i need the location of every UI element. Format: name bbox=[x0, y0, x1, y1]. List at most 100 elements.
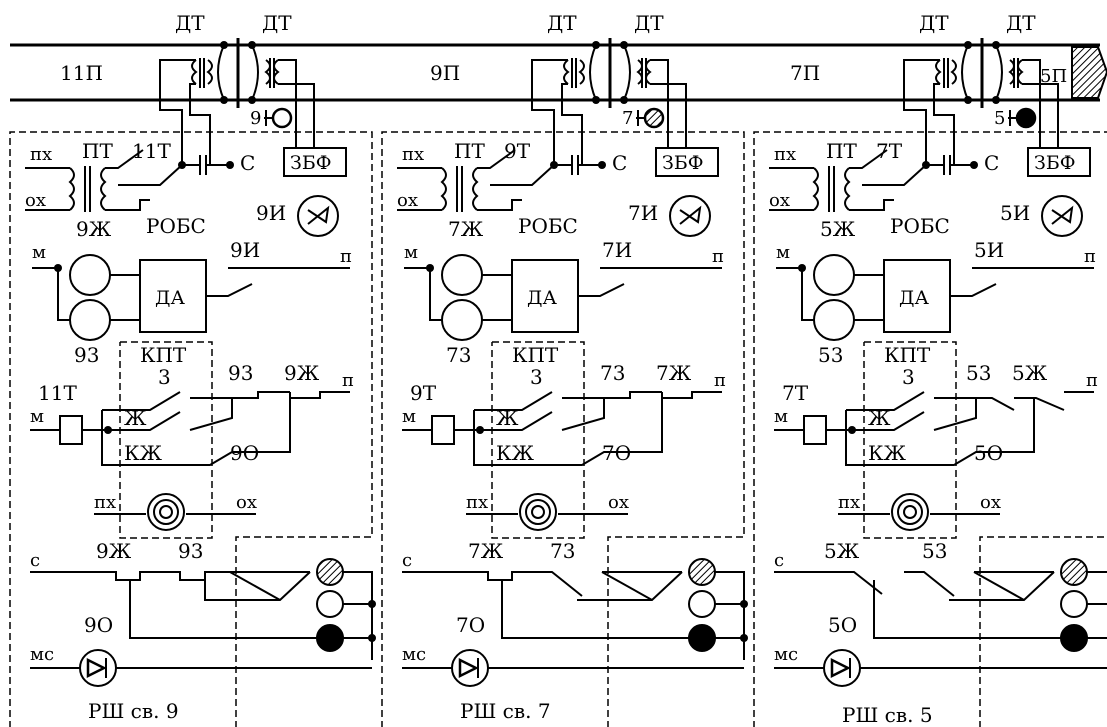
cabinet-label: РШ св. 7 bbox=[460, 699, 551, 723]
flasher-icon bbox=[519, 493, 557, 531]
pkh-label: пх bbox=[774, 144, 796, 165]
choke-label-right: ДТ bbox=[262, 11, 292, 35]
signal-number: 5 bbox=[994, 108, 1005, 129]
zbf-label: ЗБФ bbox=[290, 152, 332, 174]
relay-i-icon bbox=[669, 195, 711, 237]
zh-contact3-label: 9Ж bbox=[96, 539, 132, 563]
o-label-bottom: 7О bbox=[456, 613, 485, 637]
cabinet-label: РШ св. 9 bbox=[88, 699, 179, 723]
choke-label-left: ДТ bbox=[919, 11, 949, 35]
relay-z-label: 93 bbox=[74, 343, 99, 367]
m-label-2: м bbox=[402, 406, 416, 427]
zh-contact-label: Ж bbox=[496, 406, 519, 430]
s-label: с bbox=[30, 550, 40, 571]
choke-transformer-right bbox=[264, 58, 315, 148]
o-label-bottom: 9О bbox=[84, 613, 113, 637]
z-contact3-label: 73 bbox=[550, 539, 575, 563]
flasher-icon bbox=[147, 493, 185, 531]
pkh-label: пх bbox=[402, 144, 424, 165]
okh-label: ох bbox=[25, 190, 46, 211]
ms-label: мс bbox=[30, 644, 54, 665]
kpt-label: КПТ bbox=[512, 343, 559, 367]
relay-o-label: 9О bbox=[230, 441, 259, 465]
diode-icon bbox=[823, 649, 861, 687]
relay-z-label: 53 bbox=[818, 343, 843, 367]
cap-label: С bbox=[612, 151, 627, 175]
section-label-7: 7П bbox=[790, 61, 820, 85]
cap-label: С bbox=[240, 151, 255, 175]
zh-contact2-label: 7Ж bbox=[656, 361, 692, 385]
m-label-2: м bbox=[774, 406, 788, 427]
relay-zh-coil bbox=[441, 254, 483, 296]
da-label: ДА bbox=[527, 287, 557, 309]
signal-number: 7 bbox=[622, 108, 633, 129]
panel-signal-9: ДТ ДТ 9 bbox=[9, 11, 376, 727]
relay-t-label: 7Т bbox=[876, 139, 903, 163]
okh-label: ох bbox=[397, 190, 418, 211]
choke-transformer-left bbox=[903, 58, 957, 165]
zbf-label: ЗБФ bbox=[662, 152, 704, 174]
zh-contact2-label: 9Ж bbox=[284, 361, 320, 385]
kpt-sub-label: 3 bbox=[530, 365, 543, 389]
relay-i-contact-label: 9И bbox=[230, 238, 260, 262]
relay-o-label: 7О bbox=[602, 441, 631, 465]
pt-label: ПТ bbox=[454, 139, 485, 163]
lamp-yellow-icon bbox=[1060, 558, 1088, 586]
p-label-2: п bbox=[714, 370, 726, 391]
zh-contact-label: Ж bbox=[124, 406, 147, 430]
choke-transformer-right bbox=[1008, 58, 1059, 148]
insulated-joint bbox=[589, 38, 631, 108]
section-label-9: 9П bbox=[430, 61, 460, 85]
relay-zh-label: 9Ж bbox=[76, 217, 112, 241]
pkh-label-2: пх bbox=[94, 492, 116, 513]
flasher-icon bbox=[891, 493, 929, 531]
choke-label-left: ДТ bbox=[547, 11, 577, 35]
relay-t-coil bbox=[59, 415, 83, 445]
pkh-label-2: пх bbox=[466, 492, 488, 513]
relay-z-coil bbox=[813, 299, 855, 341]
pt-label: ПТ bbox=[826, 139, 857, 163]
z-contact-label: 53 bbox=[966, 361, 991, 385]
p-label-1: п bbox=[1084, 246, 1096, 267]
cabinet-label: РШ св. 5 bbox=[842, 703, 933, 727]
relay-i-contact-label: 5И bbox=[974, 238, 1004, 262]
z-contact3-label: 53 bbox=[922, 539, 947, 563]
choke-label-right: ДТ bbox=[634, 11, 664, 35]
lamp-yellow-icon bbox=[316, 558, 344, 586]
signal-number: 9 bbox=[250, 108, 261, 129]
lamp-green-icon bbox=[1060, 590, 1088, 618]
relay-o-label: 5О bbox=[974, 441, 1003, 465]
relay-zh-label: 7Ж bbox=[448, 217, 484, 241]
robs-label: РОБС bbox=[890, 214, 950, 238]
relay-z-coil bbox=[69, 299, 111, 341]
kpt-label: КПТ bbox=[884, 343, 931, 367]
diode-icon bbox=[451, 649, 489, 687]
p-label-1: п bbox=[340, 246, 352, 267]
okh-label-2: ох bbox=[236, 492, 257, 513]
relay-z-label: 73 bbox=[446, 343, 471, 367]
relay-t-label: 9Т bbox=[504, 139, 531, 163]
relay-i-label: 5И bbox=[1000, 201, 1030, 225]
robs-label: РОБС bbox=[518, 214, 578, 238]
choke-transformer-left bbox=[531, 58, 585, 165]
kpt-sub-label: 3 bbox=[158, 365, 171, 389]
insulated-joint bbox=[961, 38, 1003, 108]
zh-contact3-label: 5Ж bbox=[824, 539, 860, 563]
relay-i-label: 7И bbox=[628, 201, 658, 225]
z-contact3-label: 93 bbox=[178, 539, 203, 563]
section-label-11: 11П bbox=[60, 61, 103, 85]
lamp-yellow-icon bbox=[688, 558, 716, 586]
relay-i-label: 9И bbox=[256, 201, 286, 225]
choke-label-left: ДТ bbox=[175, 11, 205, 35]
relay-i-icon bbox=[1041, 195, 1083, 237]
ms-label: мс bbox=[774, 644, 798, 665]
relay-i-contact-label: 7И bbox=[602, 238, 632, 262]
m-label-1: м bbox=[404, 242, 418, 263]
panel-signal-7: ДТ ДТ 7 пх ох ПТ 9Т bbox=[381, 11, 748, 727]
kpt-sub-label: 3 bbox=[902, 365, 915, 389]
p-label-1: п bbox=[712, 246, 724, 267]
choke-label-right: ДТ bbox=[1006, 11, 1036, 35]
relay-t-label: 11Т bbox=[132, 139, 171, 163]
choke-transformer-left bbox=[159, 58, 213, 165]
da-label: ДА bbox=[899, 287, 929, 309]
